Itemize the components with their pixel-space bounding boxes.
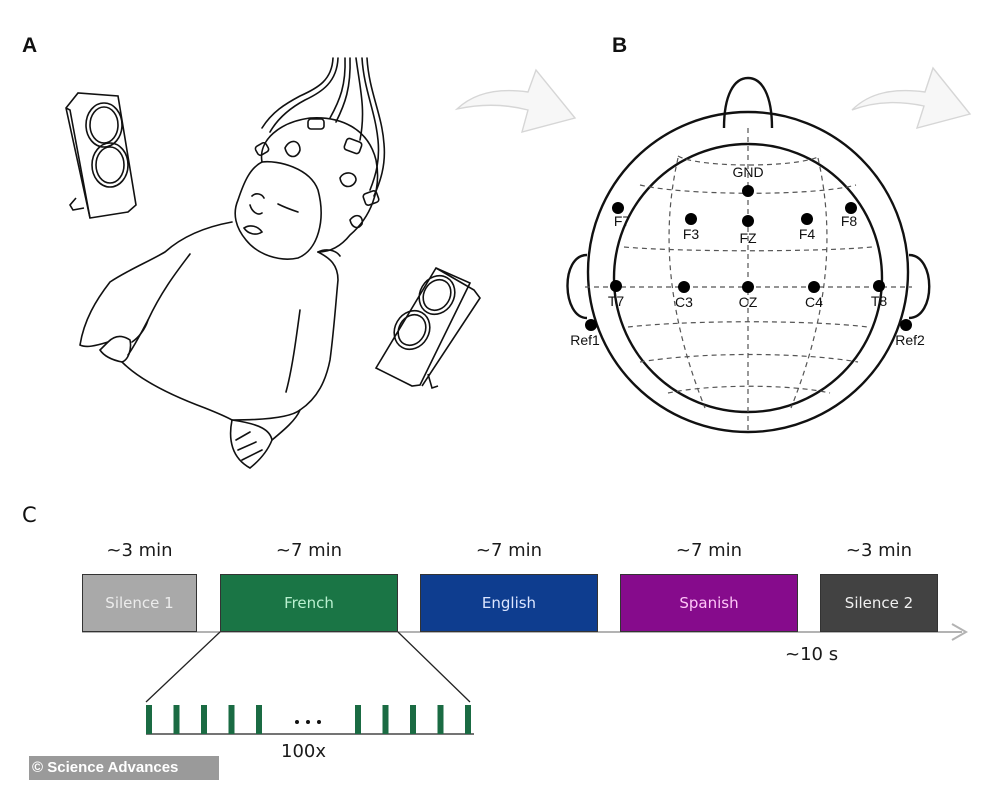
block-duration-label: ~3 min xyxy=(106,540,173,561)
left-speaker-icon xyxy=(65,92,137,219)
stimulus-pulse xyxy=(437,705,444,734)
electrode-label: FZ xyxy=(739,230,757,246)
zoom-line-left xyxy=(145,631,221,703)
stimulus-pulse xyxy=(355,705,361,734)
repetitions-label: 100x xyxy=(281,741,327,762)
ellipsis-dot xyxy=(306,720,310,724)
electrode-gnd xyxy=(742,185,754,197)
electrode-label: F7 xyxy=(614,213,631,229)
electrode-t7 xyxy=(610,280,622,292)
electrode-ref1 xyxy=(585,319,597,331)
inter-block-gap-label: ~10 s xyxy=(785,644,839,665)
stimulus-pulse xyxy=(465,705,471,734)
panel-label-a: A xyxy=(22,34,38,57)
electrode-f7 xyxy=(612,202,624,214)
timeline-block-silence-2: Silence 2 xyxy=(820,574,938,632)
stimulus-pulse xyxy=(382,705,389,734)
electrode-label: Ref1 xyxy=(570,332,600,348)
electrode-label: T7 xyxy=(608,293,625,309)
block-duration-label: ~3 min xyxy=(845,540,913,561)
block-duration-label: ~7 min xyxy=(675,540,743,561)
electrode-ref2 xyxy=(900,319,912,331)
block-label: Spanish xyxy=(679,594,739,612)
electrode-t8 xyxy=(873,280,885,292)
stimulus-pulse xyxy=(173,705,180,734)
electrode-f4 xyxy=(801,213,813,225)
block-label: Silence 2 xyxy=(844,594,914,612)
arrow-b-to-c-icon xyxy=(851,66,972,130)
electrode-f3 xyxy=(685,213,697,225)
timeline-block-silence-1: Silence 1 xyxy=(82,574,197,632)
block-label: Silence 1 xyxy=(105,594,174,612)
electrode-label: C3 xyxy=(675,294,693,310)
block-duration-label: ~7 min xyxy=(475,540,543,561)
electrode-label: Ref2 xyxy=(895,332,925,348)
head-outer-outline xyxy=(586,110,910,434)
arrow-a-to-b-icon xyxy=(454,68,577,133)
electrode-label: F3 xyxy=(683,226,700,242)
block-label: French xyxy=(284,594,334,612)
electrode-label: F4 xyxy=(799,226,816,242)
timeline-block-spanish: Spanish xyxy=(620,574,798,632)
stimulus-pulse xyxy=(146,705,152,734)
electrode-cz xyxy=(742,281,754,293)
ellipsis-dot xyxy=(295,720,299,724)
electrode-c3 xyxy=(678,281,690,293)
electrode-f8 xyxy=(845,202,857,214)
right-ear-shape xyxy=(908,253,931,320)
stimulus-pulse xyxy=(228,705,235,734)
timeline-arrowhead-icon xyxy=(951,623,969,641)
block-label: English xyxy=(481,594,537,612)
zoom-line-right xyxy=(397,631,471,703)
stimulus-pulse xyxy=(256,705,262,734)
stimulus-pulse xyxy=(410,705,416,734)
timeline-block-french: French xyxy=(220,574,398,632)
electrode-label: F8 xyxy=(841,213,858,229)
left-ear-shape xyxy=(566,253,588,320)
nose-shape xyxy=(722,76,774,129)
electrode-c4 xyxy=(808,281,820,293)
panel-label-b: B xyxy=(612,34,628,57)
stimulus-pulse xyxy=(201,705,207,734)
electrode-label: CZ xyxy=(739,294,758,310)
electrode-label: GND xyxy=(732,164,763,180)
electrode-label: C4 xyxy=(805,294,823,310)
electrode-grid xyxy=(585,128,912,432)
copyright-credit: © Science Advances xyxy=(29,756,219,780)
electrode-label: T8 xyxy=(871,293,888,309)
ellipsis-dot xyxy=(317,720,321,724)
panel-label-c: C xyxy=(22,503,37,527)
baby-illustration xyxy=(79,57,386,469)
right-speaker-icon xyxy=(374,266,481,390)
electrode-fz xyxy=(742,215,754,227)
block-duration-label: ~7 min xyxy=(275,540,343,561)
timeline-block-english: English xyxy=(420,574,598,632)
